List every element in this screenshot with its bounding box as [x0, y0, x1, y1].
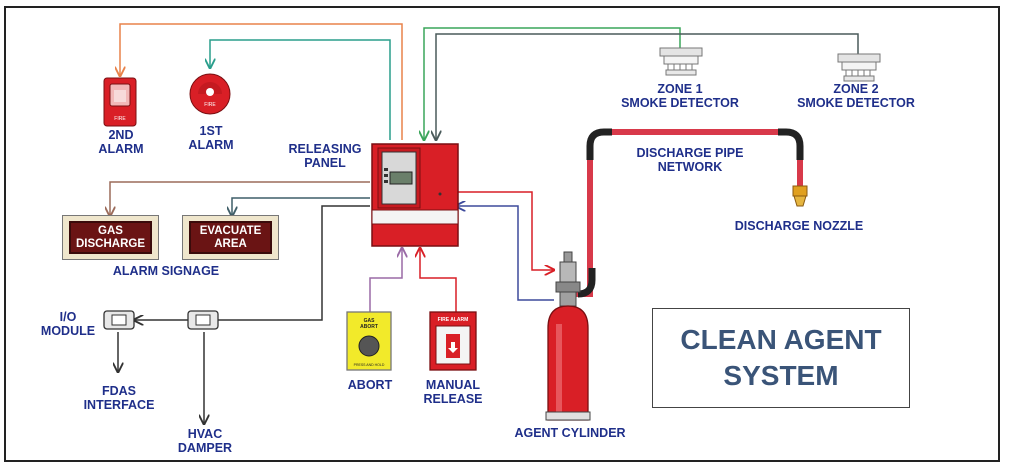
- wire-orange: [120, 23, 403, 140]
- wire-red-manual: [420, 248, 457, 312]
- manual-release-station: FIRE ALARM: [429, 311, 477, 371]
- evac-sign-line2: AREA: [214, 237, 247, 250]
- alarm1-device-text: FIRE: [204, 102, 216, 108]
- alarm2-device-text: FIRE: [114, 116, 126, 122]
- label-discharge-nozzle: DISCHARGE NOZZLE: [734, 219, 864, 233]
- wire-teal: [210, 39, 391, 140]
- gas-discharge-sign: GAS DISCHARGE: [62, 215, 159, 260]
- manual-device-text: FIRE ALARM: [438, 317, 469, 323]
- alarm-strobe-icon: FIRE: [103, 77, 137, 127]
- alarm-bell-icon: FIRE: [189, 73, 231, 115]
- wire-gray: [436, 33, 859, 140]
- title-line2: SYSTEM: [723, 360, 839, 391]
- label-agent-cylinder: AGENT CYLINDER: [514, 426, 626, 440]
- abort-device-small: PRESS AND HOLD: [354, 363, 385, 367]
- io-module-1: [103, 310, 135, 330]
- gas-sign-line1: GAS: [98, 224, 123, 237]
- smoke-detector-zone1: [659, 47, 703, 76]
- wire-navy: [456, 206, 554, 301]
- abort-device-line2: ABORT: [360, 324, 378, 330]
- evacuate-area-sign: EVACUATE AREA: [182, 215, 279, 260]
- abort-device-line1: GAS: [364, 318, 376, 324]
- wire-red-cylinder: [456, 191, 554, 270]
- wire-slate: [232, 197, 370, 216]
- diagram-frame: [4, 6, 1000, 462]
- title-box: CLEAN AGENT SYSTEM: [652, 308, 910, 408]
- io-module-2: [187, 310, 219, 330]
- smoke-detector-zone2: [837, 53, 881, 82]
- abort-station: GAS ABORT PRESS AND HOLD: [346, 311, 392, 371]
- wire-black: [134, 205, 370, 320]
- gas-sign-line2: DISCHARGE: [75, 237, 145, 250]
- discharge-nozzle: [792, 185, 808, 207]
- agent-cylinder: [545, 251, 591, 421]
- label-abort: ABORT: [347, 378, 393, 392]
- wire-brown: [110, 181, 370, 216]
- title-line1: CLEAN AGENT: [680, 324, 882, 355]
- releasing-panel: [371, 143, 459, 247]
- evac-sign-line1: EVACUATE: [199, 224, 262, 237]
- wire-purple: [369, 248, 402, 312]
- wire-green: [424, 27, 681, 140]
- label-alarm-signage: ALARM SIGNAGE: [112, 264, 220, 278]
